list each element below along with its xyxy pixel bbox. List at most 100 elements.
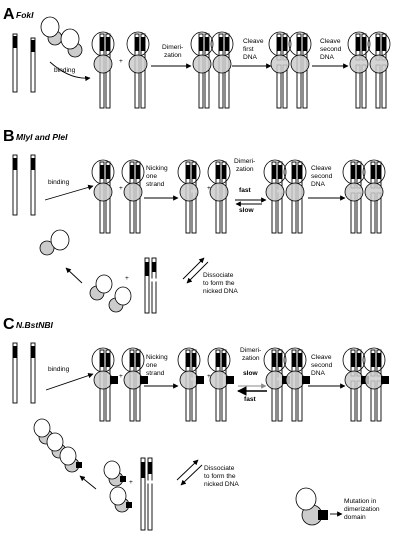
panel-a-plus: + [119,58,123,65]
panel-b-dimerization-l1: Dimeri- [234,158,255,165]
panel-c-nicking-l1: Nicking [146,354,168,361]
panel-b-dissociate-l2: to form the [203,280,235,287]
panel-b-arrow-dissociate-down [186,261,209,284]
panel-a-first-cut [268,31,312,109]
panel-c-cleave-second-l2: second [311,362,333,369]
panel-a-dimerization-l2: zation [164,52,182,59]
panel-b-plus-1: + [119,185,123,192]
panel-c-fast-label: fast [244,396,257,403]
panel-c-released-enzymes [103,460,132,513]
panel-c-bound-2 [121,347,148,422]
panel-a-bound-1 [91,31,115,109]
panel-c-dimer-right [283,347,310,422]
svg-text:Dimeri-zation: Dimeri-zation [234,158,255,173]
panel-a-title: FokI [16,10,34,20]
panel-b-dimer-right [283,159,307,234]
panel-c-bound-1 [91,347,118,422]
panel-a-cleave-first-l3: DNA [243,54,258,61]
panel-b-nicking-l1: Nicking [146,165,168,172]
panel-a-free-enzymes [40,16,83,58]
panel-b-bound-1 [91,159,115,234]
panel-c-both-cut-right [362,347,389,422]
panel-b-slow-label: slow [239,207,255,214]
panel-c-plus-2: + [207,373,211,380]
panel-c-dimer [263,347,310,422]
panel-b-arrow-recycle [65,267,83,284]
panel-a-first-cut-right [288,31,312,109]
panel-c-free-enzymes [33,418,82,473]
panel-c-plus-3: + [129,479,133,486]
panel-b-nicking-l3: strand [146,181,165,188]
panel-a-binding-arrow [49,61,91,82]
panel-c-dimerization-l1: Dimeri- [240,347,261,354]
panel-c-mutation-l3: domain [344,514,366,521]
svg-text:Dimeri-zation: Dimeri-zation [240,347,261,362]
panel-b-plus-3: + [125,275,129,282]
panel-c-arrow-recycle [79,475,97,490]
panel-c-nicked-1 [177,347,204,422]
panel-a-first-cut-left [268,31,292,109]
panel-c-nicking-l2: one [146,362,157,369]
panel-a-cleave-second-l3: DNA [320,54,335,61]
panel-b-nicked-dna [144,257,157,314]
panel-b-title: MlyI and PleI [16,132,68,142]
panel-c-free-dna [12,342,36,404]
panel-b-binding-arrow [44,184,94,201]
panel-c-nicking-l3: strand [146,370,165,377]
panel-b-binding-label: binding [48,179,70,186]
panel-a-cleave-second-l1: Cleave [320,38,341,45]
panel-a-both-cut-left [347,31,371,109]
panel-c-title: N.BstNBI [16,320,53,330]
panel-c-released-enzyme-1 [103,460,126,487]
panel-b-arrow-dissociate-up [182,257,205,280]
panel-b-dimerization-l2: zation [236,166,254,173]
panel-b-both-cut-left [342,159,366,234]
panel-b-fast-label: fast [239,187,252,194]
panel-b-dimer [263,159,307,234]
panel-c-complexes [91,347,389,422]
panel-b-nicked-1 [177,159,201,234]
panel-c-cleave-second-l3: DNA [311,370,326,377]
panel-c-both-cut [342,347,389,422]
panel-a-dimer [190,31,234,109]
panel-b-both-cut [342,159,386,234]
panel-b-free-dna [12,154,36,216]
panel-a-cleave-first-l2: first [243,46,254,53]
panel-c-arrow-dissociate-down [180,464,203,486]
panel-a-letter: A [3,6,15,23]
panel-b-complexes [91,159,386,234]
panel-c-binding-label: binding [48,366,70,373]
panel-c-dimerization-l2: zation [242,355,260,362]
panel-c-arrow-dissociate-up [176,459,199,481]
panel-b-free-enzymes [39,229,70,256]
panel-b-bound-3 [207,159,231,234]
panel-c-plus-1: + [119,373,123,380]
panel-b-cleave-second-l3: DNA [311,181,326,188]
panel-b-cleave-second-l1: Cleave [311,165,332,172]
panel-c-binding-arrow [45,373,94,391]
panel-c-bound-3 [207,347,234,422]
svg-text:Dimeri-zation: Dimeri-zation [162,44,183,59]
panel-c-nicked-dna [140,457,153,531]
panel-b-dimer-left [263,159,287,234]
panel-c-dissociate-l3: nicked DNA [204,481,239,488]
panel-b-released-enzymes [89,274,132,313]
panel-a-cleave-second-l2: second [320,46,342,53]
panel-c-slow-label: slow [243,370,259,377]
panel-a-bound-2 [126,31,150,109]
panel-c-letter: C [3,316,15,333]
panel-a-both-cut-right [367,31,391,109]
panel-b-dissociate-l1: Dissociate [203,272,234,279]
